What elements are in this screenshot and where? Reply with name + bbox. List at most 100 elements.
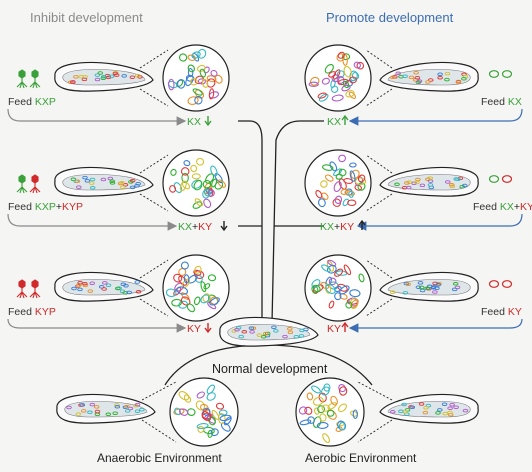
gut-microbe [121,74,127,78]
circle-microbe [311,385,321,394]
circle-microbe [203,283,211,290]
feed-word: Feed [473,201,500,213]
left-feed-label-3: Feed KYP [8,306,56,318]
gut-microbe [70,80,76,84]
gut-microbe [78,74,84,79]
gut-microbe [112,411,118,415]
gut-microbe [260,335,267,339]
gut-microbe [108,74,115,79]
left-result-label-3: KY [187,323,201,335]
gut-microbe [442,411,448,416]
gut-microbe [428,78,434,82]
gut-microbe [298,334,305,338]
feed-part: KXP [35,96,56,108]
circle-microbe [340,188,349,196]
right-microbiome-2 [304,149,372,217]
circle-microbe [179,180,187,192]
phage-icon [29,69,41,89]
gut-microbe [109,181,116,185]
gut-microbe [87,410,93,415]
gut-microbe [126,290,132,295]
circle-microbe [298,406,308,415]
circle-microbe [327,402,337,410]
circle-microbe [358,273,365,283]
circle-microbe [312,396,324,406]
phage-icon [29,279,41,299]
circle-microbe [338,154,347,163]
circle-microbe [178,391,190,401]
gut-microbe [434,286,440,291]
left-result-label-1: KX [187,116,201,128]
microbiome-circle [162,254,230,322]
circle-microbe [181,172,189,183]
circle-microbe [342,80,350,89]
circle-microbe [331,85,339,93]
gut-microbe [461,76,467,81]
feed-part: KYP [62,201,83,213]
gut-microbe [122,183,129,187]
circle-microbe [309,76,320,86]
gut-microbe [97,71,104,75]
circle-microbe [194,95,203,105]
gut-microbe [437,408,443,412]
gut-microbe [462,183,468,188]
gut-microbe [404,408,411,412]
circle-microbe [197,78,206,85]
circle-microbe [218,409,228,416]
gut-microbe [452,282,459,286]
gut-microbe [419,183,426,188]
gut-microbe [101,287,107,291]
left-microbiome-2 [162,149,230,217]
feed-part: + [56,201,62,213]
gut-microbe [435,283,441,287]
circle-microbe [339,285,350,295]
gut-microbe [415,177,421,182]
right-result-label-1: KX [327,116,341,128]
circle-microbe [357,182,366,191]
circle-microbe [324,63,334,74]
circle-microbe [338,422,346,431]
gut-microbe [282,334,288,339]
gut-microbe [447,406,453,410]
gut-microbe [109,179,115,183]
gut-microbe [112,71,119,76]
circle-microbe [194,75,204,85]
anaerobic-environment-label: Anaerobic Environment [97,451,222,465]
feed-part: + [514,201,520,213]
circle-microbe [202,188,211,199]
gut-microbe [425,80,431,84]
left-result-label-3-part: KY [187,323,201,335]
circle-microbe [338,168,347,177]
left-result-label-2: KX+KY [178,221,212,233]
right-result-label-2-part: KX [320,221,334,233]
gut-microbe [134,402,141,407]
circle-microbe [173,273,183,283]
gut-microbe [416,79,423,83]
circle-microbe [343,66,352,78]
circle-microbe [180,261,189,270]
gut-microbe [453,405,459,409]
gut-microbe [423,405,429,410]
connector-left-row1 [238,120,263,323]
circle-microbe [217,179,226,188]
feed-word: Feed [8,306,35,318]
gut-microbe [89,402,96,407]
circle-microbe [345,301,353,309]
circle-microbe [196,64,206,72]
gut-microbe [287,327,293,331]
right-result-label-1-part: KX [327,116,341,128]
feed-word: Feed [481,306,508,318]
gut-microbe [293,334,300,339]
gut-microbe [81,77,88,82]
circle-microbe [329,161,338,172]
right-gut-2 [379,166,479,197]
gut-microbe [404,181,410,185]
arrow-up-icon [341,321,349,332]
aerobic-microbiome [295,377,365,447]
gut-microbe [413,70,419,75]
gut-microbe [415,285,422,289]
title-promote: Promote development [326,10,454,25]
gut-microbe [444,77,450,82]
gut-microbe [401,402,407,407]
